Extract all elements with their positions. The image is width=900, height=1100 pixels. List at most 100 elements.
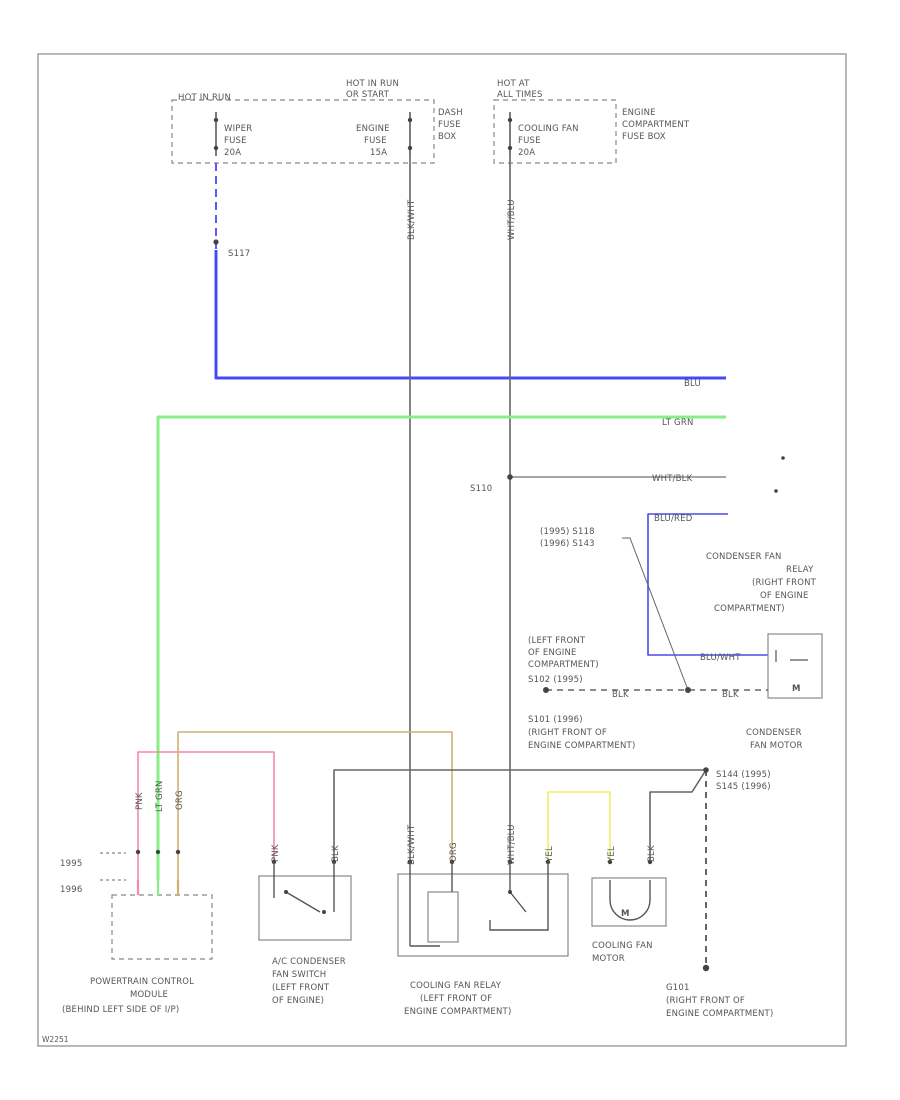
org-label: ORG [175,790,185,810]
blk-wire-label-right: BLK [722,690,739,700]
relay-coil [427,891,459,943]
pnk2-label: PNK [271,844,281,862]
blu-wht-wire-label: BLU/WHT [700,653,741,663]
s118-label-1: (1995) S118 [540,527,595,537]
connector-pins [135,849,653,865]
engine-box-label-1: ENGINE [622,108,656,118]
condenser-fan-relay-box [767,633,823,699]
cond-motor-label-1: CONDENSER [746,728,802,738]
ac-switch-label-2: FAN SWITCH [272,970,326,980]
wiper-fuse-label-2: FUSE [224,136,247,146]
engine-box-label-2: COMPARTMENT [622,120,690,130]
yel-b-label: YEL [607,846,617,863]
pnk-label: PNK [135,792,145,810]
pcm-label-3: (BEHIND LEFT SIDE OF I/P) [62,1005,179,1015]
powertrain-control-module-box [111,894,213,960]
s117-splice-dot [213,239,219,245]
lt-grn-v-label: LT GRN [155,780,165,812]
engine-box-label-3: FUSE BOX [622,132,666,142]
engine-fuse-label-1: ENGINE [356,124,390,134]
ac-switch-label-1: A/C CONDENSER [272,957,346,967]
dash-box-label-2: FUSE [438,120,461,130]
yel-a-label: YEL [545,846,555,863]
s118-label-2: (1996) S143 [540,539,595,549]
s144-label-2: S145 (1996) [716,782,771,792]
cooling-fan-relay-box [397,873,569,957]
connector-dot-lower [774,489,778,493]
pcm-label-1: POWERTRAIN CONTROL [90,977,194,987]
engine-fuse-label-3: 15A [370,148,387,158]
s118-leader [622,537,689,691]
engine-fuse-label-2: FUSE [364,136,387,146]
ac-condenser-fan-switch-box [258,875,352,941]
s101-label-2: (RIGHT FRONT OF [528,728,607,738]
wiper-fuse-label-3: 20A [224,148,241,158]
cond-relay-label-4: OF ENGINE [760,591,809,601]
fan-motor-symbol: M [621,909,630,919]
fan-motor-label-1: COOLING FAN [592,941,653,951]
dash-box-label-3: BOX [438,132,456,142]
pnk-wire [137,751,275,880]
fan-fuse-label-1: COOLING FAN [518,124,579,134]
cooling-fan-motor-box [591,877,667,927]
cond-relay-label-1: CONDENSER FAN [706,552,782,562]
right-fuse-header-2: ALL TIMES [497,90,543,100]
ac-switch-label-4: OF ENGINE) [272,996,324,1006]
year-1996: 1996 [60,885,82,895]
right-fuse-header-1: HOT AT [497,79,530,89]
lt-grn-wire-label: LT GRN [662,418,694,428]
fan-fuse-label-3: 20A [518,148,535,158]
g101-ground-point [702,964,710,972]
year-1995: 1995 [60,859,82,869]
org2-label: ORG [449,842,459,862]
cond-motor-label-2: FAN MOTOR [750,741,803,751]
engine-compartment-fuse-box [493,99,617,164]
s102-label-4: S102 (1995) [528,675,583,685]
org-wire [177,731,453,880]
yel-wire [547,791,611,862]
diagram-code: W2251 [42,1035,69,1044]
s144-label-1: S144 (1995) [716,770,771,780]
left-fuse-header: HOT IN RUN [178,93,231,103]
blu-red-wire [647,513,768,656]
dash-fuse-box [171,99,435,164]
s117-label: S117 [228,249,250,259]
wiper-fuse-label-1: WIPER [224,124,252,134]
blk-ground-bus [333,769,706,862]
g101-label-3: ENGINE COMPARTMENT) [666,1009,773,1019]
fan-relay-label-2: (LEFT FRONT OF [420,994,492,1004]
s101-label-3: ENGINE COMPARTMENT) [528,741,635,751]
engine-wire-label-top: BLK/WHT [407,199,417,240]
blk-wire-label-left: BLK [612,690,629,700]
s110-label: S110 [470,484,492,494]
s102-label-3: COMPARTMENT) [528,660,599,670]
condenser-motor-symbol: M [792,684,801,694]
wiper-fuse: WIPER FUSE 20A [213,112,252,158]
mid-fuse-header-1: HOT IN RUN [346,79,399,89]
blu-wire [214,250,726,380]
dash-box-label-1: DASH [438,108,463,118]
fan-wire-label-bottom: WHT/BLU [507,824,517,865]
mid-fuse-header-2: OR START [346,90,390,100]
g101-label-2: (RIGHT FRONT OF [666,996,745,1006]
cooling-fan-fuse: COOLING FAN FUSE 20A [507,112,579,158]
connector-dot-upper [781,456,785,460]
cond-relay-label-2: RELAY [786,565,814,575]
wht-blk-wire-label: WHT/BLK [652,474,693,484]
pcm-label-2: MODULE [130,990,168,1000]
s101-label-1: S101 (1996) [528,715,583,725]
fan-fuse-label-2: FUSE [518,136,541,146]
fan-relay-label-3: ENGINE COMPARTMENT) [404,1007,511,1017]
fan-wire-label-top: WHT/BLU [507,199,517,240]
s102-label-2: OF ENGINE [528,648,577,658]
fan-relay-label-1: COOLING FAN RELAY [410,981,502,991]
fan-motor-label-2: MOTOR [592,954,625,964]
lt-grn-wire [156,415,726,880]
cond-relay-label-5: COMPARTMENT) [714,604,785,614]
g101-label-1: G101 [666,983,690,993]
engine-wire-label-bottom: BLK/WHT [407,824,417,865]
cond-relay-label-3: (RIGHT FRONT [752,578,817,588]
blk3-label: BLK [647,845,657,862]
blu-red-wire-label: BLU/RED [654,514,693,524]
